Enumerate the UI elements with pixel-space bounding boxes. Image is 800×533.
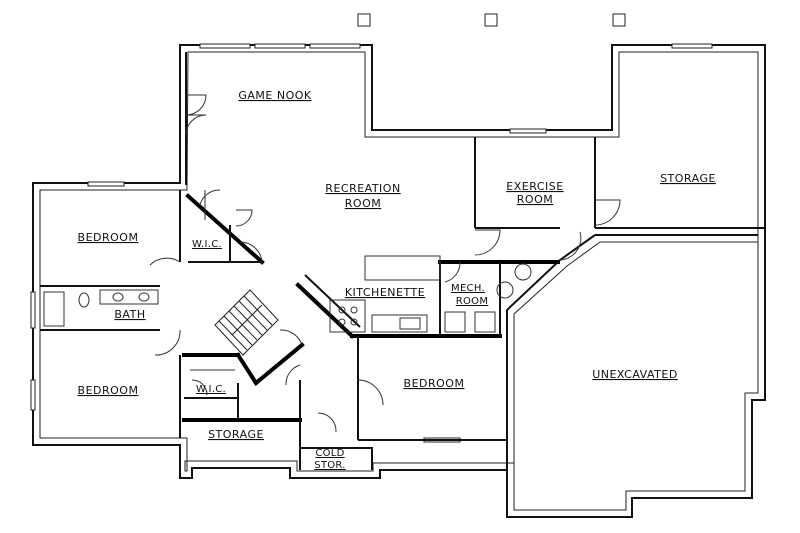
- stair-tread: [228, 310, 258, 341]
- cooktop-burner: [350, 318, 358, 326]
- exterior-wall-inner: [39, 51, 759, 511]
- kitchen-sink: [399, 317, 421, 330]
- door-swing: [185, 94, 207, 116]
- water-heater: [514, 263, 532, 281]
- interior-wall: [299, 440, 373, 470]
- stairs: [214, 289, 279, 356]
- water-heater: [496, 281, 514, 299]
- stair-arrow: [231, 304, 263, 336]
- stair-outline: [214, 289, 279, 356]
- room-labels: GAME NOOK RECREATION ROOM EXERCISE ROOM …: [78, 89, 716, 471]
- room-label-storage-top: STORAGE: [660, 172, 716, 185]
- door-swing: [444, 261, 461, 283]
- room-label-bedroom-top-left: BEDROOM: [78, 231, 139, 244]
- window: [30, 291, 36, 329]
- column-marker: [357, 13, 371, 27]
- sink: [112, 292, 124, 302]
- counter: [329, 299, 366, 333]
- interior-walls: [40, 52, 765, 470]
- room-label-bedroom-bottom-left: BEDROOM: [78, 384, 139, 397]
- door-swing: [149, 257, 181, 266]
- column-marker: [612, 13, 626, 27]
- sink: [138, 292, 150, 302]
- column-markers: [357, 13, 626, 27]
- room-label-bedroom-center: BEDROOM: [404, 377, 465, 390]
- stair-tread: [223, 315, 253, 346]
- cooktop-burner: [338, 306, 346, 314]
- room-label-mech-2: ROOM: [456, 296, 489, 307]
- window: [309, 43, 361, 49]
- door-swing: [191, 379, 208, 396]
- interior-wall-heavy: [295, 282, 355, 339]
- cooktop-burner: [338, 318, 346, 326]
- room-label-unexcavated: UNEXCAVATED: [592, 368, 678, 381]
- room-label-bath: BATH: [114, 308, 145, 321]
- door-swing: [239, 241, 263, 263]
- window: [30, 379, 36, 411]
- room-label-game-nook: GAME NOOK: [238, 89, 312, 102]
- counter: [364, 255, 441, 281]
- exterior-wall-outer: [32, 44, 766, 518]
- interior-wall-heavy: [253, 342, 305, 386]
- exterior-walls: [32, 44, 766, 518]
- window: [87, 181, 125, 187]
- stair-tread: [218, 320, 248, 351]
- door-swing: [185, 114, 207, 136]
- mech-unit: [474, 311, 496, 333]
- stair-tread: [238, 300, 268, 331]
- door-swing: [317, 412, 337, 433]
- fixtures: [43, 190, 532, 371]
- interior-wall: [513, 241, 758, 463]
- door-swing: [594, 199, 621, 226]
- stair-tread: [233, 305, 263, 336]
- room-label-exercise-1: EXERCISE: [506, 180, 563, 193]
- room-label-storage-bottom: STORAGE: [208, 428, 264, 441]
- room-label-exercise-2: ROOM: [517, 193, 553, 206]
- mech-unit: [444, 311, 466, 333]
- room-label-recreation-1: RECREATION: [325, 182, 400, 195]
- door-swing: [474, 229, 501, 256]
- room-label-wic-top: W.I.C.: [192, 239, 222, 250]
- toilet: [78, 292, 90, 308]
- window: [254, 43, 306, 49]
- interior-wall-heavy: [235, 352, 259, 386]
- window: [509, 128, 547, 134]
- stair-tread: [243, 295, 273, 326]
- door-swing: [154, 329, 181, 356]
- room-label-cold-2: STOR.: [314, 460, 346, 471]
- interior-wall-heavy: [185, 193, 265, 265]
- interior-wall: [304, 274, 361, 328]
- bathtub: [43, 291, 65, 327]
- door-swing: [559, 231, 582, 261]
- door-swing: [199, 189, 221, 206]
- door-swing: [285, 364, 301, 386]
- vanity: [99, 289, 159, 305]
- room-label-mech-1: MECH.: [451, 283, 485, 294]
- cooktop-burner: [350, 306, 358, 314]
- door-swing: [279, 329, 303, 346]
- room-label-recreation-2: ROOM: [345, 197, 381, 210]
- room-label-wic-bottom: W.I.C.: [196, 384, 226, 395]
- door-swing: [235, 209, 253, 227]
- counter: [371, 314, 428, 333]
- column-marker: [484, 13, 498, 27]
- room-label-kitchenette: KITCHENETTE: [345, 286, 425, 299]
- door-swing: [357, 379, 384, 406]
- interior-wall: [506, 234, 758, 470]
- room-label-cold-1: COLD: [315, 448, 344, 459]
- window: [199, 43, 251, 49]
- window: [671, 43, 713, 49]
- doors: [149, 94, 621, 433]
